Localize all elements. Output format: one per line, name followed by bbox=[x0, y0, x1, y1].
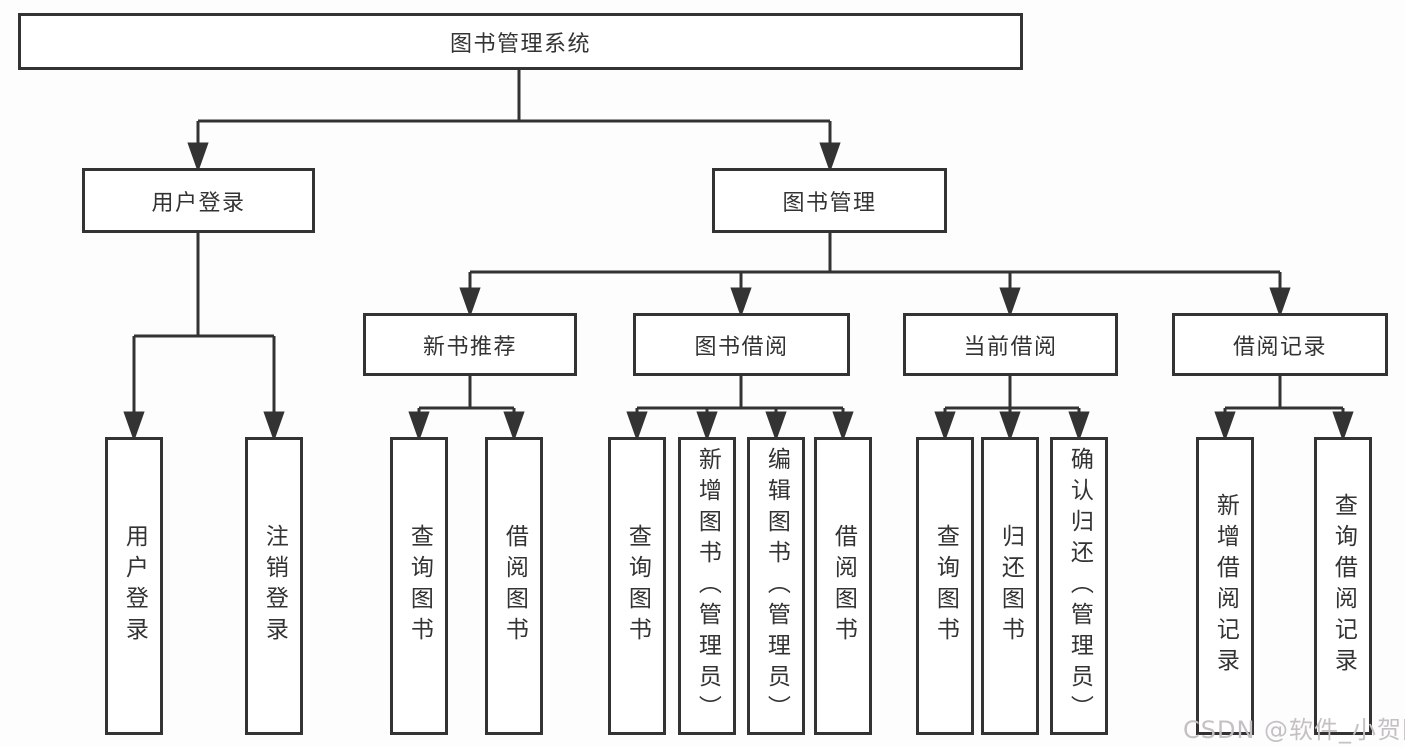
leaf-user-login: 用户登录 bbox=[105, 437, 163, 735]
arrow-icon bbox=[1214, 411, 1236, 442]
arrow-icon bbox=[459, 287, 481, 318]
arrow-icon bbox=[730, 287, 752, 318]
node-borrow-records: 借阅记录 bbox=[1172, 313, 1388, 376]
arrow-icon bbox=[765, 411, 787, 442]
node-current-borrow: 当前借阅 bbox=[903, 313, 1118, 376]
csdn-watermark: CSDN @软件_小贺同学 bbox=[1183, 716, 1405, 744]
rail-borrow-records bbox=[1225, 376, 1343, 410]
leaf-borrow-books: 借阅图书 bbox=[814, 437, 872, 735]
leaf-return-books: 归还图书 bbox=[981, 437, 1039, 735]
arrow-icon bbox=[832, 411, 854, 442]
arrow-heads bbox=[123, 121, 1354, 442]
arrow-icon bbox=[1068, 411, 1090, 442]
node-user-login: 用户登录 bbox=[82, 168, 315, 233]
arrow-icon bbox=[934, 411, 956, 442]
arrow-icon bbox=[263, 411, 285, 442]
arrow-icon bbox=[187, 142, 209, 173]
leaf-borrow-books-recommend: 借阅图书 bbox=[485, 437, 543, 735]
leaf-confirm-return-admin: 确认归还（管理员） bbox=[1050, 437, 1108, 735]
leaf-query-books-current: 查询图书 bbox=[916, 437, 974, 735]
arrow-icon bbox=[503, 411, 525, 442]
rail-book-management bbox=[470, 233, 1280, 274]
rail-current-borrow bbox=[945, 376, 1079, 410]
rail-book-borrow bbox=[637, 376, 843, 410]
arrow-icon bbox=[696, 411, 718, 442]
arrow-icon bbox=[123, 411, 145, 442]
leaf-add-borrow-record: 新增借阅记录 bbox=[1196, 437, 1254, 735]
leaf-edit-books-admin: 编辑图书（管理员） bbox=[747, 437, 805, 735]
leaf-query-books-borrowing: 查询图书 bbox=[608, 437, 666, 735]
arrow-icon bbox=[1269, 287, 1291, 318]
arrow-icon bbox=[999, 287, 1021, 318]
leaf-query-books-recommend: 查询图书 bbox=[390, 437, 448, 735]
rail-new-book-recommend bbox=[419, 376, 514, 410]
rail-user-login bbox=[134, 233, 274, 338]
node-book-borrow: 图书借阅 bbox=[633, 313, 850, 376]
leaf-logout: 注销登录 bbox=[245, 437, 303, 735]
leaf-query-borrow-record: 查询借阅记录 bbox=[1314, 437, 1372, 735]
leaf-add-books-admin: 新增图书（管理员） bbox=[678, 437, 736, 735]
arrow-icon bbox=[999, 411, 1021, 442]
arrow-icon bbox=[1332, 411, 1354, 442]
arrow-icon bbox=[408, 411, 430, 442]
rail-root bbox=[198, 70, 830, 123]
node-library-management-system: 图书管理系统 bbox=[18, 13, 1023, 70]
arrow-icon bbox=[819, 142, 841, 173]
node-book-management: 图书管理 bbox=[712, 168, 947, 233]
arrow-icon bbox=[626, 411, 648, 442]
node-new-book-recommend: 新书推荐 bbox=[363, 313, 577, 376]
